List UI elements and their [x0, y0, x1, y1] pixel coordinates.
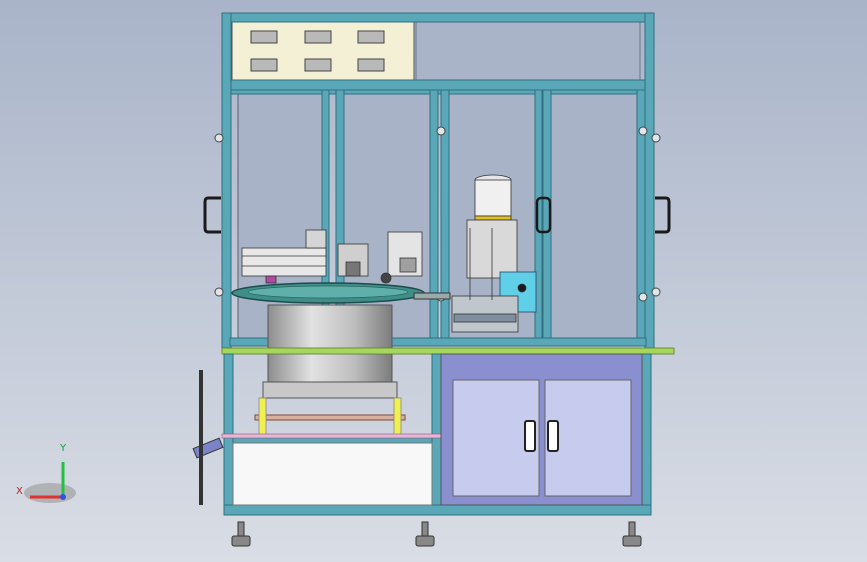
indicator-5 [304, 58, 332, 72]
feeder-bowl-inner [247, 285, 409, 299]
inner-door-handle-icon[interactable] [535, 196, 552, 234]
frame-post-c [429, 89, 439, 347]
vibratory-bowl-feeder [192, 282, 451, 459]
cabinet-shelf-pink [221, 433, 445, 439]
press-cylinder [474, 179, 512, 217]
door-panel-4 [550, 93, 638, 345]
hinge [436, 126, 446, 136]
gripper [345, 261, 361, 277]
cabinet-handle-icon[interactable] [524, 420, 559, 452]
hinge [214, 133, 224, 143]
hinge [651, 287, 661, 297]
control-panel [231, 21, 641, 81]
control-panel-indicators [250, 30, 385, 72]
indicator-6 [357, 58, 385, 72]
press-arm-bolt [517, 283, 527, 293]
linear-module-body [241, 247, 327, 277]
frame-mid-rail [221, 79, 655, 91]
feeder-track [413, 292, 451, 300]
feeder-body [267, 304, 393, 391]
press-yellow-band [474, 215, 512, 221]
right-door-handle-icon[interactable] [655, 196, 671, 234]
leveling-feet [231, 521, 642, 547]
sensor-block [399, 257, 417, 273]
leveling-foot-icon [231, 521, 251, 547]
upper-right-opening [415, 21, 641, 81]
cabinet-left-panel [232, 442, 433, 506]
motor-block [305, 229, 327, 249]
feeder-chute [192, 437, 224, 459]
pulley [380, 272, 392, 284]
aluminum-frame [221, 12, 655, 349]
triad-x-label: X [16, 486, 23, 497]
triad-y-label: Y [60, 443, 67, 454]
indicator-3 [357, 30, 385, 44]
left-side-rail [199, 370, 203, 505]
fixture-plate-slot [453, 313, 517, 323]
press-station [451, 174, 537, 333]
cabinet-bottom-rail [223, 504, 652, 516]
hinge [214, 287, 224, 297]
valve [265, 275, 277, 284]
frame-top-rail [221, 12, 655, 23]
frame-door-bottom-rail [229, 337, 647, 347]
cabinet-door-right[interactable] [544, 379, 632, 497]
triad-origin-shadow [24, 483, 76, 503]
hinge [651, 133, 661, 143]
indicator-4 [250, 58, 278, 72]
z-axis-dot [60, 494, 66, 500]
hinge [638, 126, 648, 136]
spacer [393, 397, 402, 439]
worktable-plate [221, 347, 675, 355]
feeder-base [262, 381, 398, 399]
cabinet-right-post [641, 353, 652, 515]
leveling-foot-icon [622, 521, 642, 547]
spacer [258, 397, 267, 439]
indicator-2 [304, 30, 332, 44]
frame-left-post [221, 12, 232, 349]
indicator-1 [250, 30, 278, 44]
lower-cabinet [199, 353, 652, 516]
hinge [638, 292, 648, 302]
feeder-mount-plate [254, 414, 406, 421]
axis-triad [24, 462, 76, 503]
pick-place-module [241, 229, 423, 284]
leveling-foot-icon [415, 521, 435, 547]
left-door-handle-icon[interactable] [203, 196, 221, 234]
